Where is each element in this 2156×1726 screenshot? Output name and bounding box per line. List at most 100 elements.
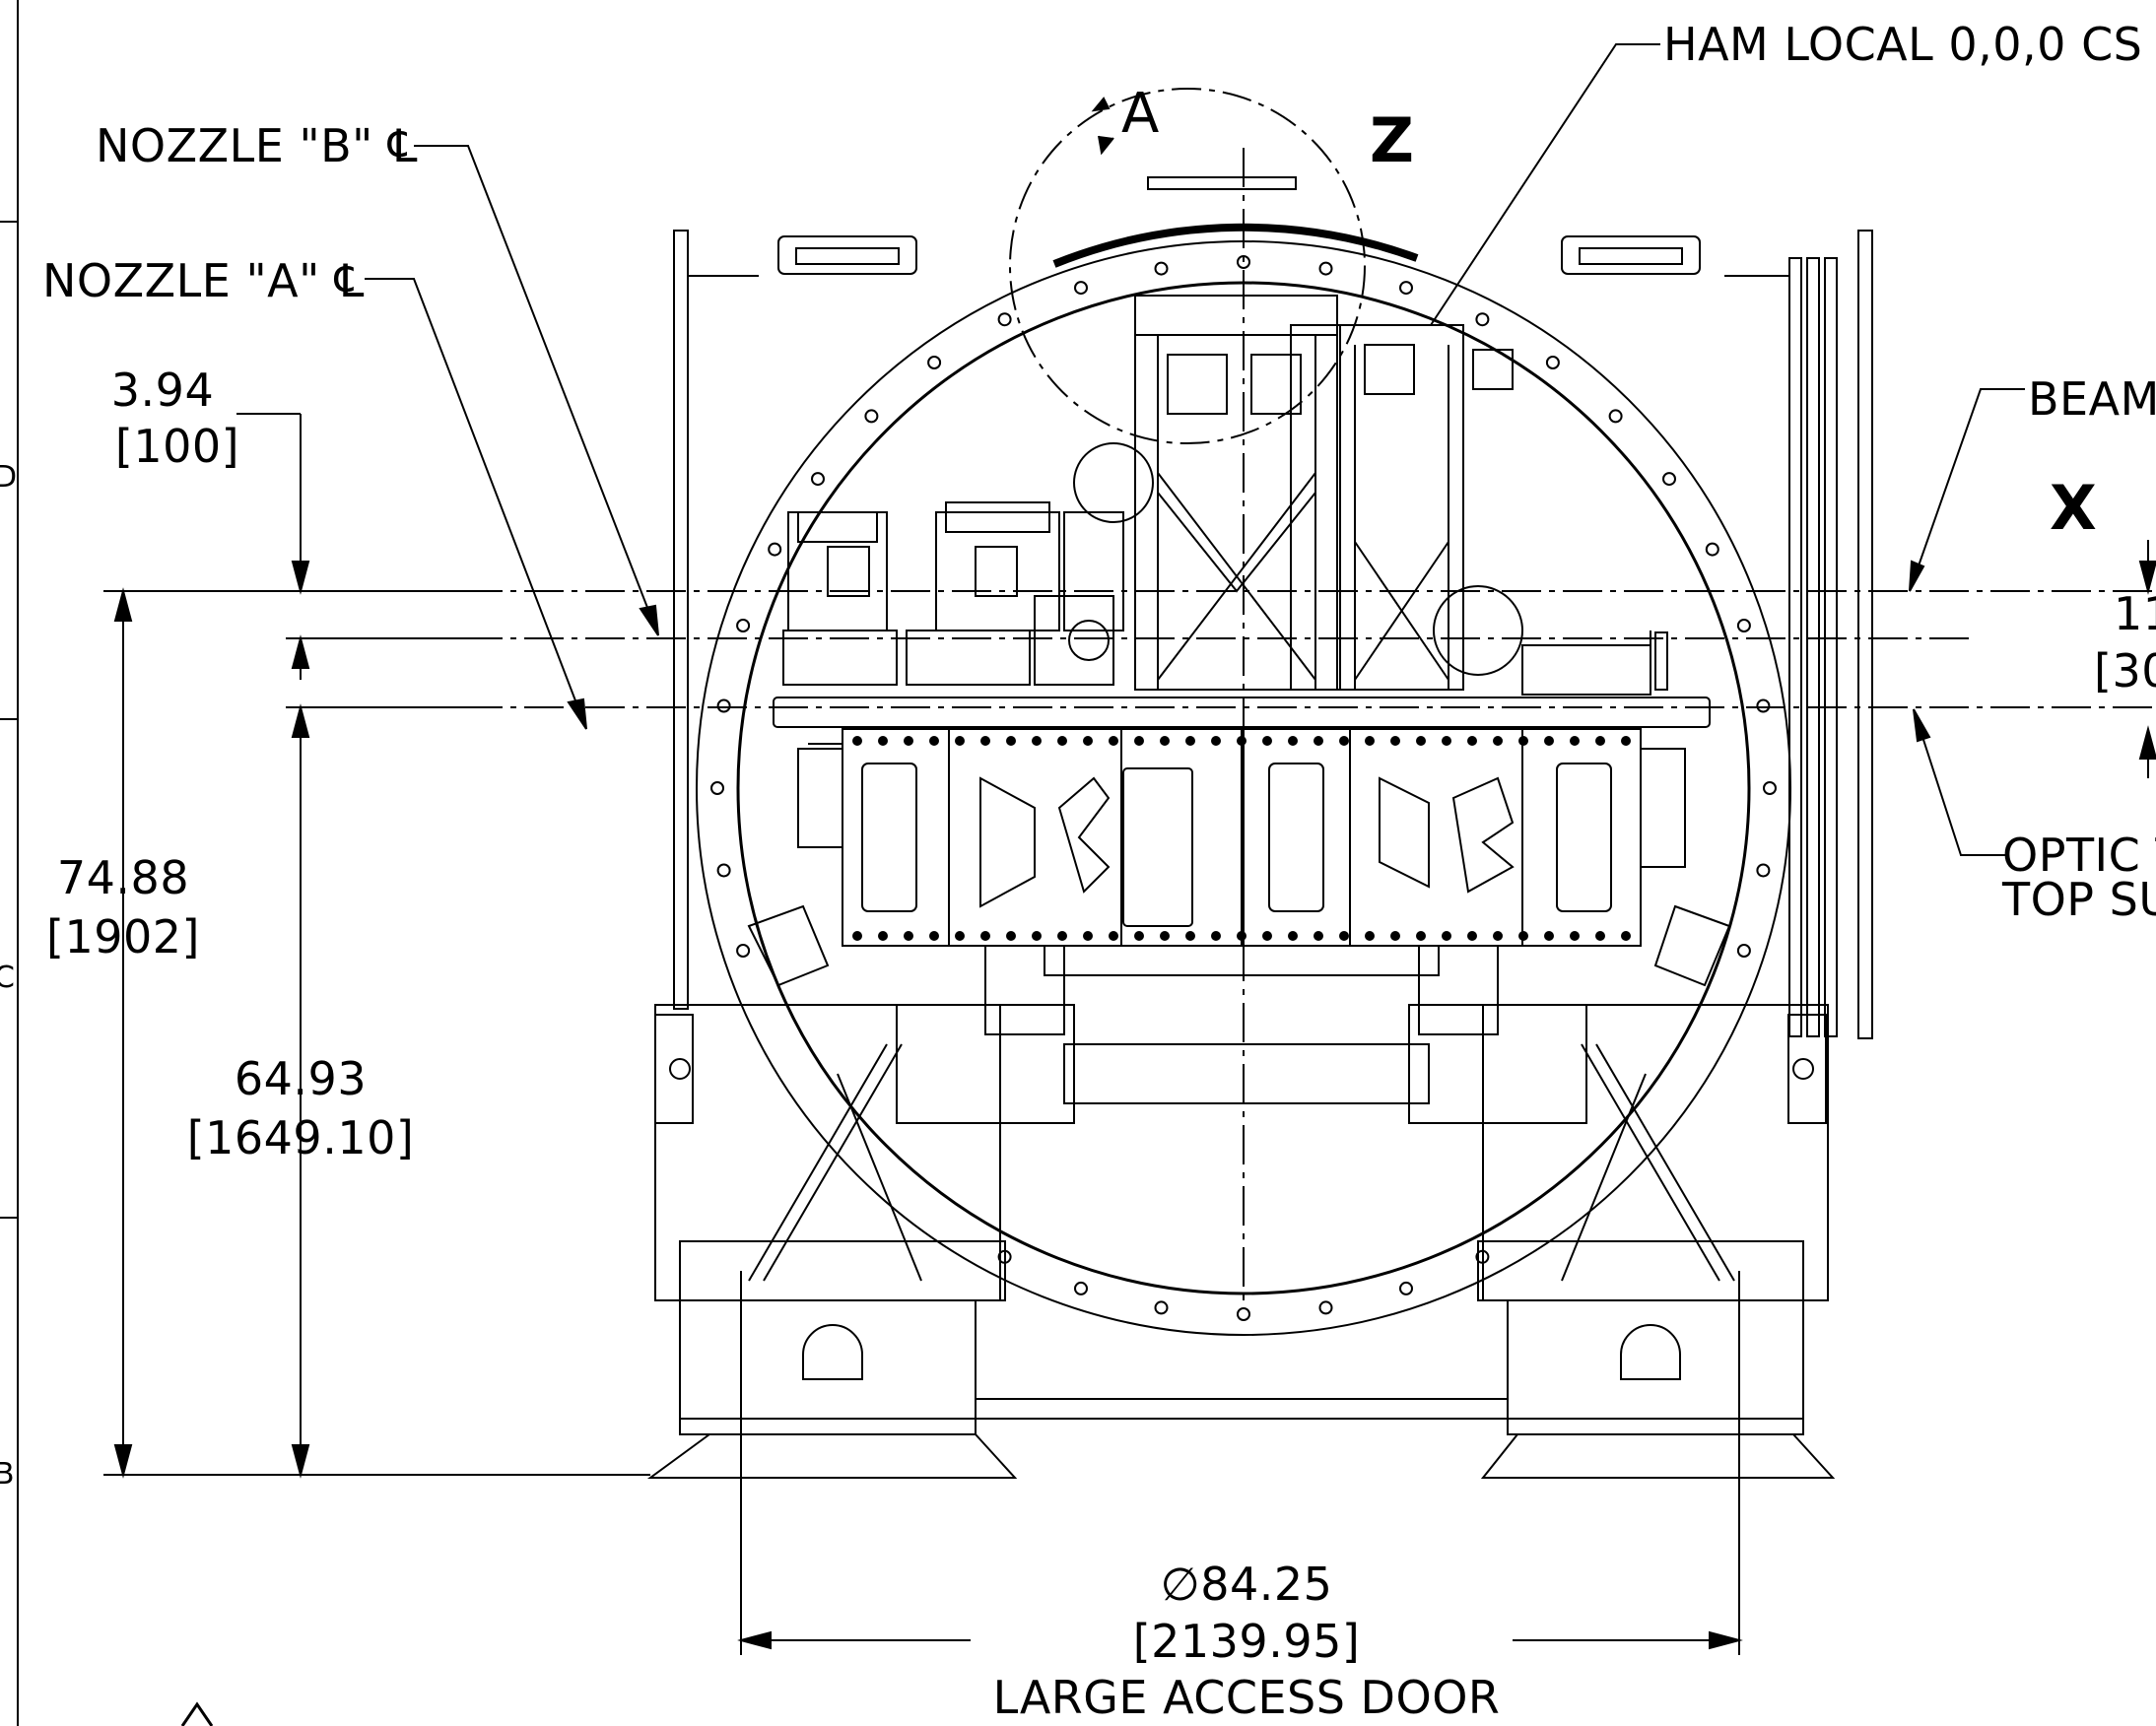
border-mark-b: B [0, 1457, 15, 1492]
bolt-hole [1074, 281, 1088, 296]
table-rivet [1493, 931, 1503, 941]
table-rivet [1365, 736, 1375, 746]
table-rivet [1467, 736, 1477, 746]
nozzle-a-callout: NOZZLE "A" ℄ [42, 254, 365, 307]
table-rivet [980, 736, 990, 746]
dim-right-in: 11 [2114, 587, 2156, 640]
bolt-hole [997, 312, 1012, 327]
table-rivet [1416, 931, 1426, 941]
table-rivet [1134, 931, 1144, 941]
table-rivet [1211, 931, 1221, 941]
table-rivet [1314, 931, 1323, 941]
table-rivet [1595, 736, 1605, 746]
z-axis-label: Z [1370, 104, 1415, 176]
bolt-hole [1154, 261, 1169, 276]
table-rivet [1006, 736, 1016, 746]
table-rivet [1134, 736, 1144, 746]
bolt-hole [1074, 1281, 1088, 1295]
door-label: LARGE ACCESS DOOR [992, 1671, 1501, 1724]
table-rivet [1109, 931, 1118, 941]
center-lines [463, 148, 2156, 1300]
dim-64-93-in: 64.93 [234, 1052, 368, 1105]
dim-3-94-in: 3.94 [110, 364, 215, 417]
bolt-hole [1475, 312, 1490, 327]
bolt-hole [1756, 698, 1771, 713]
chamber-side-flanges [673, 230, 1873, 1039]
bolt-hole [1154, 1300, 1169, 1315]
table-rivet [1211, 736, 1221, 746]
bolt-hole [1545, 356, 1560, 369]
bolt-hole [1756, 863, 1771, 878]
bolt-hole [768, 542, 782, 557]
bolt-hole [811, 472, 825, 487]
table-rivet [1006, 931, 1016, 941]
table-rivet [1262, 736, 1272, 746]
table-rivet [1544, 931, 1554, 941]
table-rivet [955, 736, 965, 746]
table-rivet [1493, 736, 1503, 746]
payload-assemblies [782, 295, 1668, 696]
table-rivet [1518, 931, 1528, 941]
bolt-hole [710, 781, 724, 795]
table-rivet [1109, 736, 1118, 746]
table-rivet [980, 931, 990, 941]
ham-local-callout: HAM LOCAL 0,0,0 CS [1663, 18, 2143, 71]
table-rivet [955, 931, 965, 941]
table-rivet [1365, 931, 1375, 941]
bolt-hole [1399, 1281, 1413, 1295]
bolt-hole [1237, 1307, 1250, 1321]
table-rivet [1237, 931, 1246, 941]
table-rivet [1570, 931, 1580, 941]
bolt-hole [736, 619, 751, 632]
beam-callout: BEAM [2028, 372, 2156, 426]
table-rivet [929, 736, 939, 746]
table-rivet [1390, 931, 1400, 941]
table-rivet [929, 931, 939, 941]
table-rivet [1390, 736, 1400, 746]
nozzle-b-callout: NOZZLE "B" ℄ [96, 119, 418, 172]
table-rivet [1032, 736, 1042, 746]
table-rivet [1442, 931, 1451, 941]
table-rivet [1442, 736, 1451, 746]
bolt-hole [736, 944, 751, 958]
bolt-hole [864, 409, 879, 424]
bolt-hole [1662, 472, 1676, 487]
table-rivet [1621, 736, 1631, 746]
border-mark-c: C [0, 961, 15, 995]
table-rivet [1416, 736, 1426, 746]
border-mark-d: D [0, 460, 18, 495]
bolt-hole [1399, 281, 1413, 296]
optic-table-callout-line1: OPTIC T [2002, 829, 2156, 882]
dim-3-94-mm: [100] [114, 420, 240, 473]
table-rivet [1570, 736, 1580, 746]
corner-triad-glyph [180, 1701, 214, 1726]
top-nozzles [777, 176, 1701, 275]
dimension-lines [103, 413, 2156, 1655]
table-rivet [1314, 736, 1323, 746]
optical-table [773, 697, 1711, 947]
bolt-hole [716, 698, 731, 713]
bolt-hole [1763, 781, 1777, 795]
table-rivet [878, 736, 888, 746]
table-rivet [1339, 931, 1349, 941]
table-rivet [1160, 931, 1170, 941]
table-rivet [852, 931, 862, 941]
table-rivet [1083, 736, 1093, 746]
table-rivets [852, 736, 1631, 941]
x-axis-label: X [2050, 472, 2098, 544]
leader-lines [365, 43, 2025, 856]
bolt-hole [1736, 619, 1751, 632]
table-rivet [1160, 736, 1170, 746]
bolt-hole [1318, 261, 1333, 276]
rotation-label: A [1121, 82, 1160, 146]
table-rivet [904, 736, 913, 746]
dim-74-88-in: 74.88 [56, 851, 190, 904]
table-rivet [1237, 736, 1246, 746]
table-rivet [1032, 931, 1042, 941]
table-rivet [1262, 931, 1272, 941]
table-rivet [878, 931, 888, 941]
bolt-hole [716, 863, 731, 878]
bolt-hole [927, 356, 942, 369]
optic-table-callout-line2: TOP SU [2002, 873, 2156, 926]
